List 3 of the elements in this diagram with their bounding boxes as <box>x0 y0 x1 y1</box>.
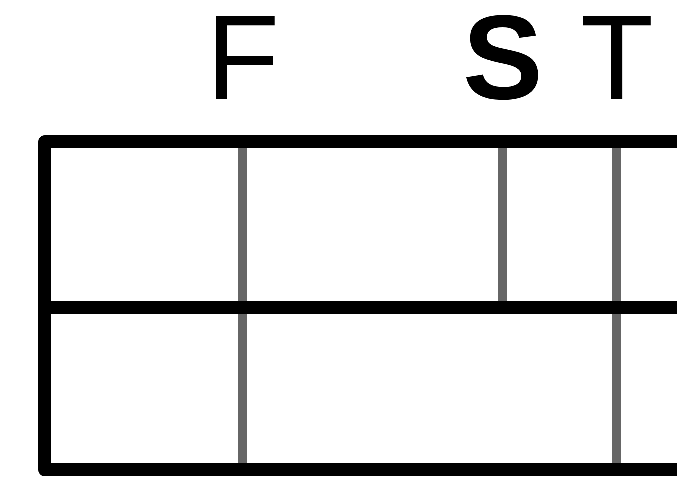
column-letter: S <box>462 0 544 118</box>
column-letter: T <box>580 0 654 118</box>
column-letter: F <box>206 0 280 118</box>
